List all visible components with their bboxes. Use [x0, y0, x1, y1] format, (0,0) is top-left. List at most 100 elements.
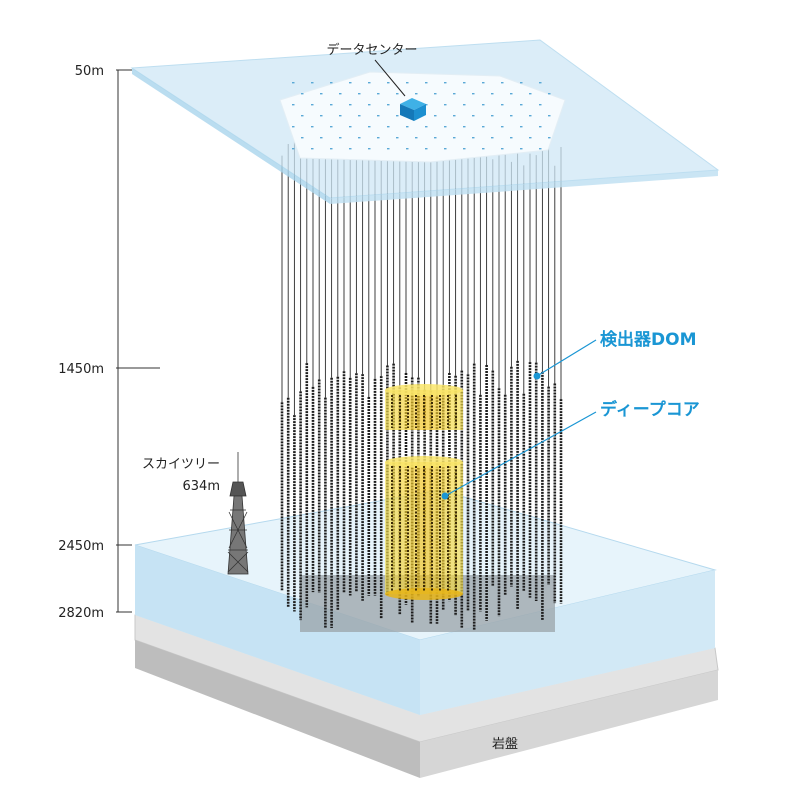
surface-station: [292, 148, 295, 150]
surface-station: [520, 82, 523, 84]
surface-station: [453, 93, 456, 95]
surface-station: [349, 104, 352, 106]
surface-station: [463, 148, 466, 150]
surface-station: [377, 115, 380, 117]
surface-station: [387, 104, 390, 106]
surface-station: [330, 104, 333, 106]
surface-station: [301, 115, 304, 117]
surface-station: [349, 148, 352, 150]
data-center-cube: [400, 98, 426, 121]
surface-station: [539, 148, 542, 150]
deep-core-dot: [441, 492, 449, 500]
surface-station: [339, 137, 342, 139]
surface-station: [349, 82, 352, 84]
surface-station: [510, 137, 513, 139]
surface-station: [320, 93, 323, 95]
surface-station: [377, 93, 380, 95]
surface-station: [548, 115, 551, 117]
surface-station: [529, 93, 532, 95]
deep-core-label: ディープコア: [600, 399, 700, 420]
surface-station: [482, 82, 485, 84]
depth-label-1450m: 1450m: [58, 362, 104, 377]
surface-station: [301, 93, 304, 95]
surface-station: [501, 148, 504, 150]
surface-station: [396, 93, 399, 95]
detector-base: [300, 575, 555, 632]
surface-station: [444, 82, 447, 84]
surface-station: [453, 115, 456, 117]
surface-station: [510, 115, 513, 117]
surface-station: [520, 104, 523, 106]
detector-dom-label: 検出器DOM: [600, 329, 696, 350]
surface-station: [406, 148, 409, 150]
surface-station: [358, 137, 361, 139]
depth-label-2820m: 2820m: [58, 606, 104, 621]
surface-station: [425, 126, 428, 128]
surface-station: [501, 126, 504, 128]
surface-station: [406, 126, 409, 128]
surface-station: [425, 148, 428, 150]
surface-station: [311, 82, 314, 84]
deep-core-strings: [391, 395, 457, 592]
surface-station: [491, 115, 494, 117]
surface-station: [491, 93, 494, 95]
surface-station: [320, 115, 323, 117]
surface-station: [520, 126, 523, 128]
surface-station: [425, 104, 428, 106]
surface-station: [339, 93, 342, 95]
surface-station: [444, 104, 447, 106]
depth-ruler: [116, 69, 160, 613]
surface-station: [529, 137, 532, 139]
surface-station: [548, 137, 551, 139]
surface-station: [520, 148, 523, 150]
surface-station: [482, 148, 485, 150]
bedrock-label: 岩盤: [492, 737, 518, 752]
surface-station: [472, 93, 475, 95]
surface-station: [444, 148, 447, 150]
surface-station: [358, 115, 361, 117]
surface-station: [472, 137, 475, 139]
surface-station: [482, 104, 485, 106]
surface-station: [320, 137, 323, 139]
surface-station: [463, 126, 466, 128]
surface-station: [501, 104, 504, 106]
detector-dom-leader: [536, 339, 597, 377]
surface-station: [501, 82, 504, 84]
surface-station: [368, 82, 371, 84]
surface-station: [311, 148, 314, 150]
surface-station: [415, 137, 418, 139]
surface-station: [330, 82, 333, 84]
surface-station: [292, 126, 295, 128]
surface-station: [482, 126, 485, 128]
surface-station: [548, 93, 551, 95]
surface-station: [529, 115, 532, 117]
depth-label-2450m: 2450m: [58, 539, 104, 554]
surface-station-dots: [292, 82, 551, 150]
surface-station: [472, 115, 475, 117]
surface-station: [491, 137, 494, 139]
surface-station: [292, 104, 295, 106]
surface-station: [396, 137, 399, 139]
surface-station: [539, 104, 542, 106]
surface-station: [377, 137, 380, 139]
surface-station: [539, 126, 542, 128]
depth-label-50m: 50m: [75, 64, 104, 79]
data-center-label: データセンター: [326, 42, 417, 58]
surface-station: [434, 115, 437, 117]
detector-dom-dot: [533, 372, 541, 380]
surface-station: [425, 82, 428, 84]
surface-station: [387, 82, 390, 84]
surface-station: [349, 126, 352, 128]
surface-station: [368, 104, 371, 106]
surface-station: [387, 126, 390, 128]
skytree-height-label: 634m: [183, 479, 220, 494]
surface-station: [444, 126, 447, 128]
surface-station: [539, 82, 542, 84]
surface-station: [311, 126, 314, 128]
surface-station: [330, 148, 333, 150]
surface-station: [339, 115, 342, 117]
deep-core-leader: [444, 411, 597, 497]
surface-station: [330, 126, 333, 128]
surface-station: [387, 148, 390, 150]
